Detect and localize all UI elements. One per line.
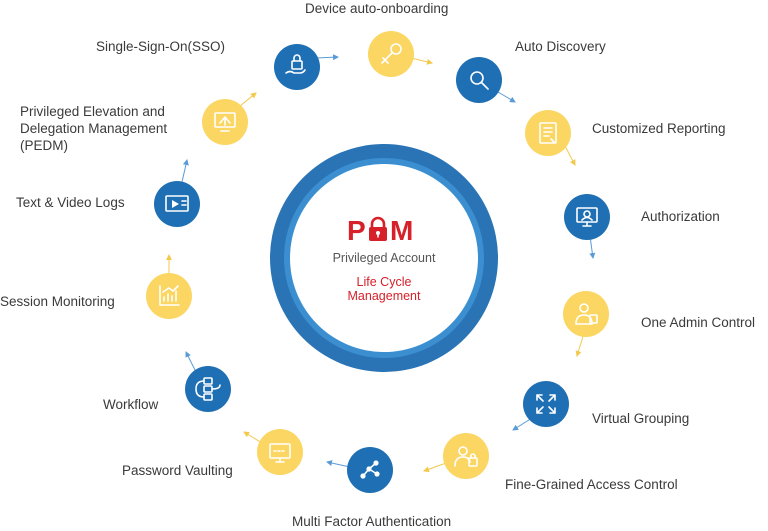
pam-logo: P M <box>345 214 423 246</box>
feature-node-circle <box>185 366 231 412</box>
feature-node <box>523 381 569 427</box>
feature-node <box>443 433 489 479</box>
feature-label-authorization: Authorization <box>641 209 720 224</box>
feature-node <box>456 57 502 103</box>
feature-node-circle <box>523 381 569 427</box>
feature-label-multi-factor-authentication: Multi Factor Authentication <box>292 514 452 529</box>
center-tagline: Life Cycle Management <box>347 275 421 303</box>
feature-label-device-auto-onboarding: Device auto-onboarding <box>305 1 449 16</box>
feature-node-circle <box>456 57 502 103</box>
connector-arrow <box>564 145 576 166</box>
feature-node <box>257 429 303 475</box>
ring-core <box>290 164 478 352</box>
feature-node-circle <box>563 291 609 337</box>
feature-label-one-admin-control: One Admin Control <box>641 315 756 330</box>
feature-label-pedm: Privileged Elevation and Delegation Mana… <box>20 104 168 153</box>
feature-label-workflow: Workflow <box>103 397 159 412</box>
connector-arrow <box>423 462 447 473</box>
workflow-icon <box>195 377 221 401</box>
feature-node <box>274 44 320 90</box>
feature-node <box>146 273 192 319</box>
center-ring <box>270 144 498 372</box>
connector-arrow <box>410 57 433 65</box>
chart-monitor-icon <box>159 285 180 306</box>
admin-user-icon <box>575 303 598 325</box>
connector-arrow <box>575 332 585 357</box>
lock-hand-icon <box>285 54 306 74</box>
feature-node-circle <box>146 273 192 319</box>
connector-arrow <box>326 460 351 468</box>
feature-node-circle <box>274 44 320 90</box>
feature-node <box>368 31 414 77</box>
connector-arrow <box>315 54 339 61</box>
feature-label-password-vaulting: Password Vaulting <box>122 463 233 478</box>
padlock-icon <box>369 216 387 241</box>
connector-arrow <box>239 92 257 107</box>
feature-label-sso: Single-Sign-On(SSO) <box>96 39 226 54</box>
feature-node-circle <box>443 433 489 479</box>
video-log-icon <box>165 195 189 212</box>
feature-node <box>185 366 231 412</box>
feature-label-auto-discovery: Auto Discovery <box>515 39 606 54</box>
feature-node <box>347 447 393 493</box>
feature-node <box>563 291 609 337</box>
feature-node <box>154 181 200 227</box>
report-icon <box>539 122 557 144</box>
feature-node-circle <box>525 110 571 156</box>
pam-letter-p: P <box>347 215 366 244</box>
feature-label-session-monitoring: Session Monitoring <box>0 294 115 309</box>
feature-node <box>202 99 248 145</box>
connector-arrow <box>185 351 197 373</box>
center-subtitle: Privileged Account <box>332 251 436 265</box>
connector-arrow <box>512 417 533 431</box>
feature-node <box>564 194 610 240</box>
network-nodes-icon <box>360 460 380 479</box>
feature-label-fine-grained-access-control: Fine-Grained Access Control <box>505 477 678 492</box>
elevation-screen-icon <box>214 112 236 132</box>
connector-arrow <box>243 431 263 444</box>
feature-node <box>525 110 571 156</box>
authorization-icon <box>576 207 598 227</box>
connector-arrow <box>497 91 516 103</box>
feature-label-text-video-logs: Text & Video Logs <box>16 195 125 210</box>
expand-arrows-icon <box>536 394 556 414</box>
pam-letter-m: M <box>390 215 413 244</box>
search-icon <box>470 71 489 90</box>
key-icon <box>381 43 402 64</box>
feature-node-circle <box>257 429 303 475</box>
password-screen-icon <box>269 443 291 463</box>
access-control-icon <box>454 446 478 467</box>
connector-arrow <box>181 159 189 183</box>
feature-label-virtual-grouping: Virtual Grouping <box>592 411 690 426</box>
feature-label-customized-reporting: Customized Reporting <box>592 121 726 136</box>
